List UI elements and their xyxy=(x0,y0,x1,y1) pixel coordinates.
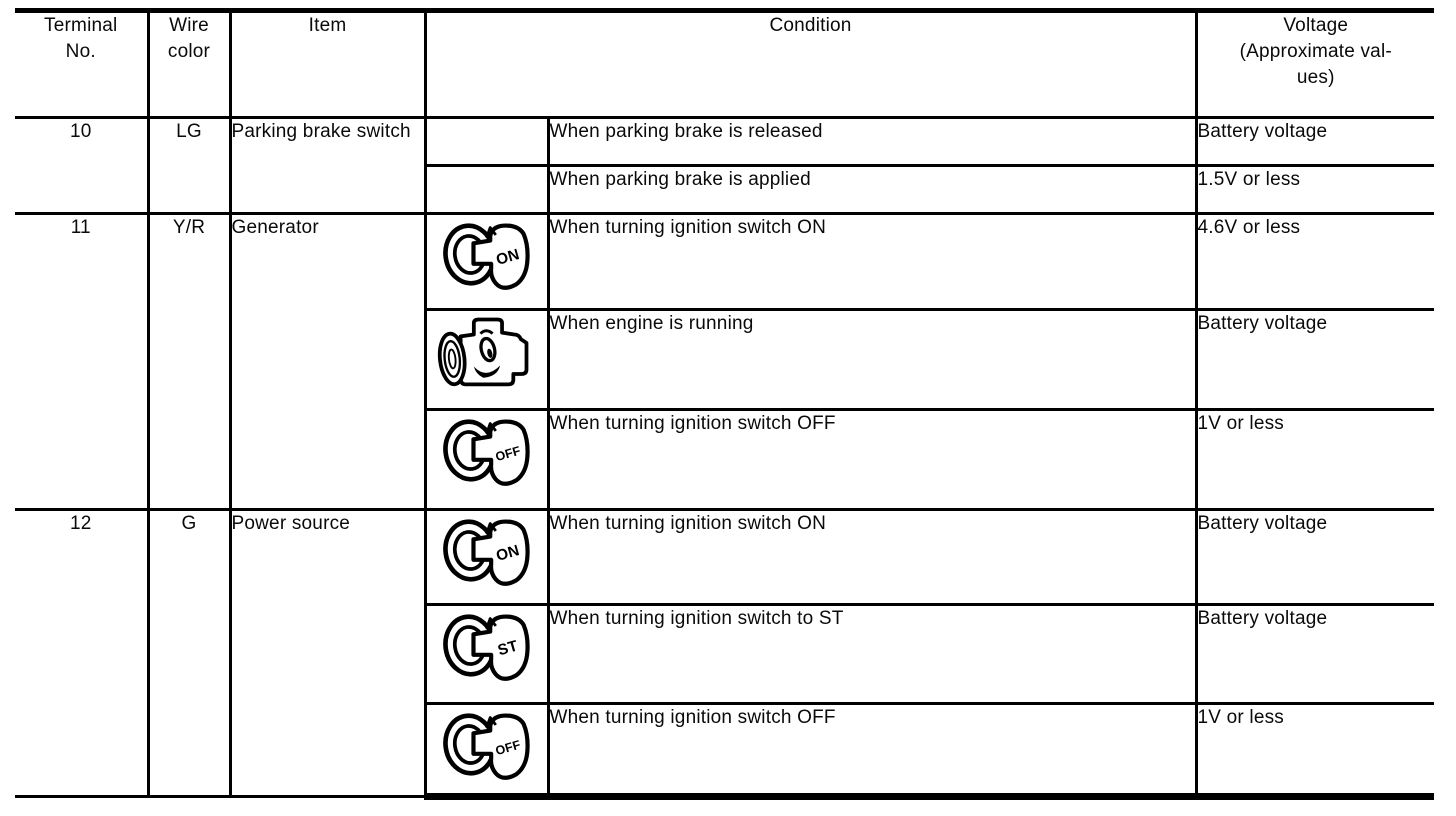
condition-icon-cell: OFF xyxy=(423,408,550,511)
voltage-cell: Battery voltage xyxy=(1194,603,1435,705)
item-cell: Generator xyxy=(228,212,427,511)
header-item: Item xyxy=(228,8,427,119)
wire-color-cell: Y/R xyxy=(146,212,232,511)
condition-cell: When parking brake is released xyxy=(546,116,1198,167)
condition-icon-cell xyxy=(423,164,550,215)
condition-cell: When turning ignition switch ON xyxy=(546,212,1198,311)
svg-text:ST: ST xyxy=(496,637,520,659)
wire-color-cell: LG xyxy=(146,116,232,215)
table-row: OFF When turning ignition switch OFF 1V … xyxy=(15,702,1435,800)
table-row: 11 Y/R Generator ON When turning ignitio… xyxy=(15,212,1435,511)
wire-color-cell: G xyxy=(146,508,232,798)
condition-icon-cell xyxy=(423,308,550,411)
terminal-voltage-table: Terminal No. Wire color Item Condition V… xyxy=(15,8,1435,800)
condition-cell: When engine is running xyxy=(546,308,1198,411)
table-row: 12 G Power source ON When turning igniti… xyxy=(15,508,1435,798)
header-row: Terminal No. Wire color Item Condition V… xyxy=(15,8,1435,119)
header-terminal-no: Terminal No. xyxy=(15,8,150,119)
condition-cell: When parking brake is applied xyxy=(546,164,1198,215)
voltage-cell: Battery voltage xyxy=(1194,308,1435,411)
voltage-cell: Battery voltage xyxy=(1194,116,1435,167)
header-condition: Condition xyxy=(423,8,1198,119)
condition-cell: When turning ignition switch to ST xyxy=(546,603,1198,705)
item-cell: Power source xyxy=(228,508,427,798)
voltage-cell: 1V or less xyxy=(1194,408,1435,511)
ignition-key-on-icon: ON xyxy=(440,217,533,295)
condition-icon-cell xyxy=(423,116,550,167)
engine-running-icon xyxy=(434,313,540,391)
ignition-key-off-icon: OFF xyxy=(440,707,533,785)
table-row: When engine is running Battery voltage xyxy=(15,308,1435,411)
table-row: OFF When turning ignition switch OFF 1V … xyxy=(15,408,1435,511)
svg-text:OFF: OFF xyxy=(494,444,523,465)
ignition-key-on-icon: ON xyxy=(440,513,533,591)
condition-cell: When turning ignition switch OFF xyxy=(546,702,1198,800)
condition-icon-cell: OFF xyxy=(423,702,550,800)
terminal-no-cell: 12 xyxy=(15,508,150,798)
terminal-no-cell: 10 xyxy=(15,116,150,215)
ignition-key-st-icon: ST xyxy=(440,608,533,686)
voltage-cell: 1V or less xyxy=(1194,702,1435,800)
svg-text:ON: ON xyxy=(494,246,521,269)
voltage-cell: 1.5V or less xyxy=(1194,164,1435,215)
svg-text:OFF: OFF xyxy=(494,738,523,759)
condition-icon-cell: ON xyxy=(423,212,550,311)
condition-icon-cell: ST xyxy=(423,603,550,705)
ignition-key-off-icon: OFF xyxy=(440,413,533,491)
terminal-no-cell: 11 xyxy=(15,212,150,511)
condition-icon-cell: ON xyxy=(423,508,550,606)
voltage-cell: 4.6V or less xyxy=(1194,212,1435,311)
condition-cell: When turning ignition switch ON xyxy=(546,508,1198,606)
condition-cell: When turning ignition switch OFF xyxy=(546,408,1198,511)
voltage-cell: Battery voltage xyxy=(1194,508,1435,606)
table-header: Terminal No. Wire color Item Condition V… xyxy=(15,8,1435,119)
header-wire-color: Wire color xyxy=(146,8,232,119)
table-row: When parking brake is applied 1.5V or le… xyxy=(15,164,1435,215)
svg-text:ON: ON xyxy=(494,542,521,565)
table-row: ST When turning ignition switch to ST Ba… xyxy=(15,603,1435,705)
table-row: 10 LG Parking brake switch When parking … xyxy=(15,116,1435,215)
item-cell: Parking brake switch xyxy=(228,116,427,215)
header-voltage: Voltage (Approximate val- ues) xyxy=(1194,8,1435,119)
